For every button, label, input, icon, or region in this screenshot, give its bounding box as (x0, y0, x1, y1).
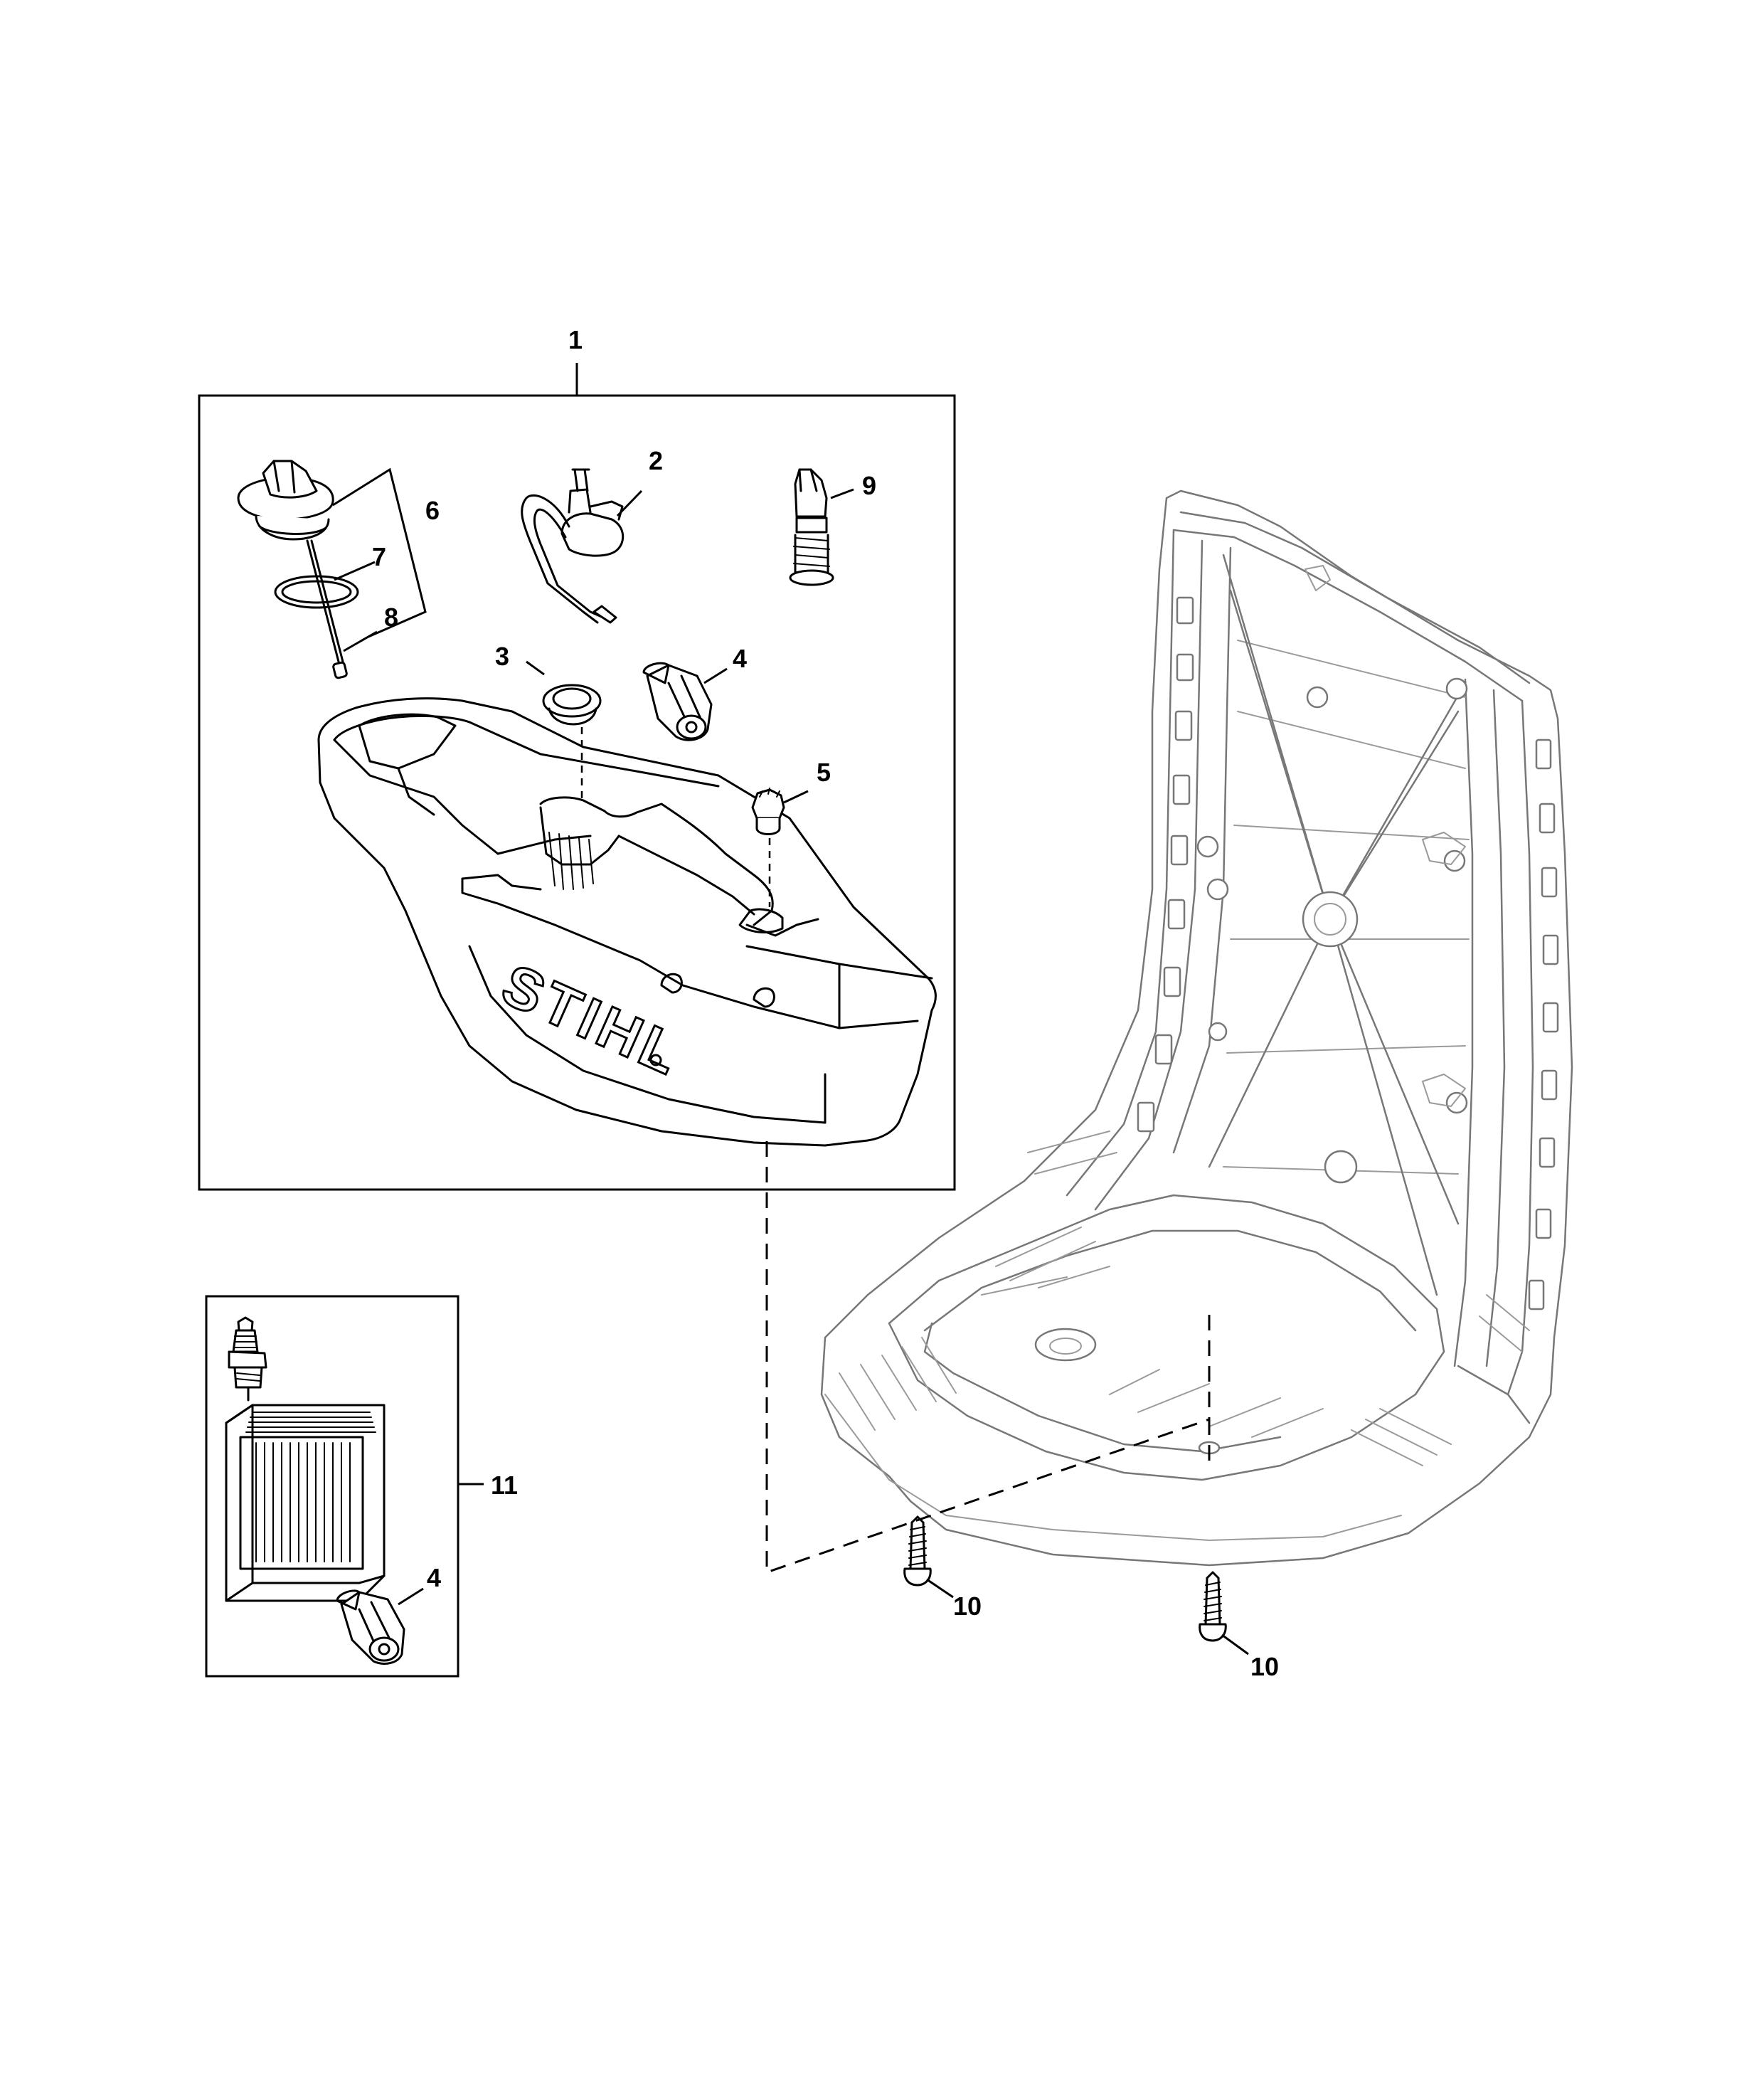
callout-4-filter: 4 (427, 1563, 441, 1592)
callout-1: 1 (568, 325, 583, 354)
callout-8: 8 (384, 603, 398, 632)
fuel-cap-assembly (237, 460, 427, 679)
kit-box-1 (198, 363, 956, 1191)
callout-5: 5 (817, 758, 831, 787)
back-frame (820, 489, 1573, 1567)
callout-2: 2 (649, 446, 663, 475)
fuel-tank: STIHL (317, 697, 937, 1147)
fuel-filter-kit1 (642, 662, 728, 741)
callout-6: 6 (425, 496, 440, 525)
callout-11: 11 (491, 1471, 518, 1500)
kit-box-11 (205, 1295, 484, 1678)
assembly-lines (765, 1141, 1211, 1574)
callout-3: 3 (495, 642, 509, 671)
callout-7: 7 (372, 542, 386, 571)
fuel-filter-kit11 (336, 1587, 424, 1665)
grommet (526, 660, 602, 804)
callout-10-right: 10 (1250, 1652, 1279, 1681)
callout-4-kit: 4 (733, 644, 747, 673)
spark-plug (228, 1316, 267, 1402)
air-filter (225, 1404, 386, 1602)
screw-left (903, 1515, 954, 1599)
callout-9: 9 (862, 471, 876, 500)
screw-right (1199, 1571, 1249, 1656)
frame-bosses (1196, 677, 1468, 1184)
frame-slots-left (1137, 596, 1194, 1133)
primer-plunger (789, 468, 854, 586)
callouts: 1 2 3 4 5 6 7 8 9 11 4 10 10 (372, 325, 1279, 1681)
tank-vent-with-hose (521, 468, 643, 624)
tank-valve (751, 788, 809, 907)
callout-10-left: 10 (953, 1592, 982, 1621)
frame-slots-right (1528, 738, 1559, 1310)
